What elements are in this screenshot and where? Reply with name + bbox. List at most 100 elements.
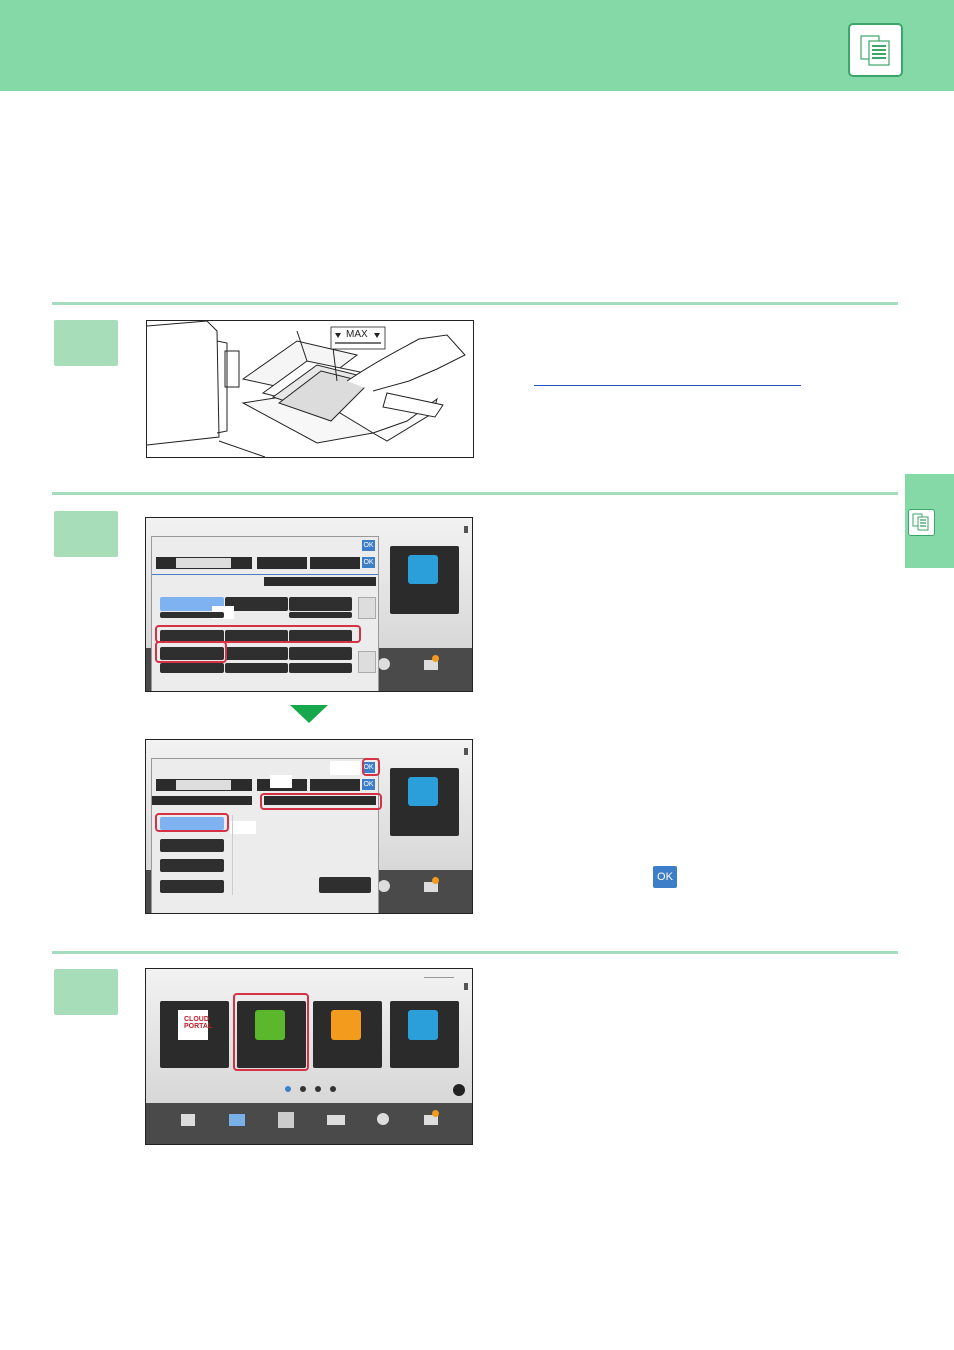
highlight-paper-button bbox=[155, 641, 227, 663]
keyboard-icon[interactable] bbox=[327, 1115, 345, 1125]
scan-tile[interactable] bbox=[313, 1001, 382, 1068]
volume-icon bbox=[464, 526, 468, 533]
setting-button[interactable] bbox=[257, 557, 307, 569]
down-arrow-icon bbox=[290, 705, 328, 723]
alert-icon bbox=[432, 1110, 439, 1117]
fax-icon bbox=[408, 777, 438, 806]
ok-button[interactable]: OK bbox=[362, 540, 375, 551]
section-divider bbox=[52, 302, 898, 305]
callout-label bbox=[230, 821, 256, 834]
paper-type-button-selected[interactable] bbox=[160, 597, 224, 611]
paper-type-button[interactable] bbox=[160, 647, 224, 660]
dialog-separator bbox=[152, 574, 378, 575]
job-status-icon[interactable] bbox=[424, 1115, 438, 1125]
paper-size-button[interactable] bbox=[160, 859, 224, 872]
column-divider bbox=[232, 815, 233, 895]
paper-type-button[interactable] bbox=[289, 663, 352, 673]
setting-button[interactable] bbox=[310, 779, 360, 791]
max-label: MAX bbox=[346, 329, 368, 340]
paper-type-button[interactable] bbox=[289, 630, 352, 643]
inline-ok-icon: OK bbox=[653, 866, 677, 888]
page-indicator[interactable] bbox=[330, 1086, 336, 1092]
scroll-up-button[interactable] bbox=[358, 597, 376, 619]
fax-icon bbox=[408, 555, 438, 584]
tray-selector-field bbox=[176, 558, 231, 568]
paper-type-button[interactable] bbox=[160, 663, 224, 673]
next-page-button[interactable] bbox=[453, 1084, 465, 1096]
highlight-size-button bbox=[155, 813, 229, 832]
brightness-icon[interactable] bbox=[377, 1113, 389, 1125]
brightness-icon[interactable] bbox=[378, 658, 390, 670]
tray-selector-field bbox=[176, 780, 231, 790]
highlight-tab bbox=[260, 793, 382, 810]
tab-bar[interactable] bbox=[264, 577, 376, 586]
callout-label bbox=[270, 775, 292, 788]
paper-type-button[interactable] bbox=[160, 612, 224, 618]
paper-type-button[interactable] bbox=[225, 663, 288, 673]
paper-size-button-selected[interactable] bbox=[160, 817, 224, 830]
scroll-down-button[interactable] bbox=[358, 651, 376, 673]
side-copy-icon bbox=[908, 509, 935, 536]
section-divider bbox=[52, 492, 898, 495]
section-divider bbox=[52, 951, 898, 954]
volume-icon bbox=[464, 748, 468, 755]
paper-setting-dialog: OK OK bbox=[151, 536, 379, 691]
highlight-copy-tile bbox=[233, 993, 309, 1071]
cloud-portal-icon: CLOUD PORTAL bbox=[178, 1010, 213, 1040]
fax-tile[interactable] bbox=[390, 768, 459, 836]
tab-bar[interactable] bbox=[152, 796, 252, 805]
copy-tile[interactable] bbox=[237, 1001, 306, 1068]
tray-selector[interactable] bbox=[156, 557, 252, 569]
reference-link[interactable] bbox=[534, 385, 801, 386]
touch-panel-screen: OK OK bbox=[145, 517, 473, 692]
alert-icon bbox=[432, 655, 439, 662]
paper-type-button[interactable] bbox=[289, 647, 352, 660]
volume-icon bbox=[464, 983, 468, 990]
step-3-marker bbox=[54, 969, 118, 1015]
alert-icon bbox=[432, 877, 439, 884]
help-icon[interactable] bbox=[181, 1114, 195, 1126]
paper-setting-dialog: OK OK bbox=[151, 758, 379, 913]
ok-button-secondary[interactable]: OK bbox=[362, 779, 375, 790]
page-header bbox=[0, 0, 954, 91]
step-2-marker bbox=[54, 511, 118, 557]
job-status-icon[interactable] bbox=[424, 660, 438, 670]
cloud-portal-tile[interactable]: CLOUD PORTAL bbox=[160, 1001, 229, 1068]
status-line bbox=[424, 977, 454, 978]
paper-type-button[interactable] bbox=[225, 647, 288, 660]
highlight-paper-row bbox=[155, 625, 361, 643]
copy-icon[interactable] bbox=[848, 23, 903, 77]
bottom-bar bbox=[146, 1103, 472, 1144]
tray-selector[interactable] bbox=[156, 779, 252, 791]
scanner-icon bbox=[331, 1010, 361, 1040]
step-1-marker bbox=[54, 320, 118, 366]
apply-button[interactable] bbox=[319, 877, 371, 893]
paper-size-direct-entry-button[interactable] bbox=[160, 880, 224, 893]
home-screen: CLOUD PORTAL bbox=[145, 968, 473, 1145]
ok-button-secondary[interactable]: OK bbox=[362, 557, 375, 568]
callout-label bbox=[330, 761, 360, 775]
cloud-portal-label: CLOUD PORTAL bbox=[184, 1016, 213, 1030]
text-size-icon[interactable] bbox=[229, 1114, 245, 1126]
page-indicator[interactable] bbox=[315, 1086, 321, 1092]
fax-icon bbox=[408, 1010, 438, 1040]
ok-button[interactable]: OK bbox=[362, 762, 375, 773]
paper-type-button[interactable] bbox=[225, 630, 288, 643]
paper-size-button[interactable] bbox=[160, 839, 224, 852]
fax-tile[interactable] bbox=[390, 546, 459, 614]
highlight-ok-button bbox=[362, 758, 380, 776]
fax-tile[interactable] bbox=[390, 1001, 459, 1068]
setting-button[interactable] bbox=[310, 557, 360, 569]
page-indicator-active[interactable] bbox=[285, 1086, 291, 1092]
paper-type-button[interactable] bbox=[289, 612, 352, 618]
tab-bar-selected[interactable] bbox=[264, 796, 376, 805]
touch-panel-screen: OK OK bbox=[145, 739, 473, 914]
page-indicator[interactable] bbox=[300, 1086, 306, 1092]
settings-icon[interactable] bbox=[278, 1112, 294, 1128]
bypass-tray-illustration: MAX bbox=[146, 320, 474, 458]
job-status-icon[interactable] bbox=[424, 882, 438, 892]
paper-type-button[interactable] bbox=[160, 630, 224, 643]
paper-type-button[interactable] bbox=[225, 597, 288, 611]
paper-type-button[interactable] bbox=[289, 597, 352, 611]
brightness-icon[interactable] bbox=[378, 880, 390, 892]
